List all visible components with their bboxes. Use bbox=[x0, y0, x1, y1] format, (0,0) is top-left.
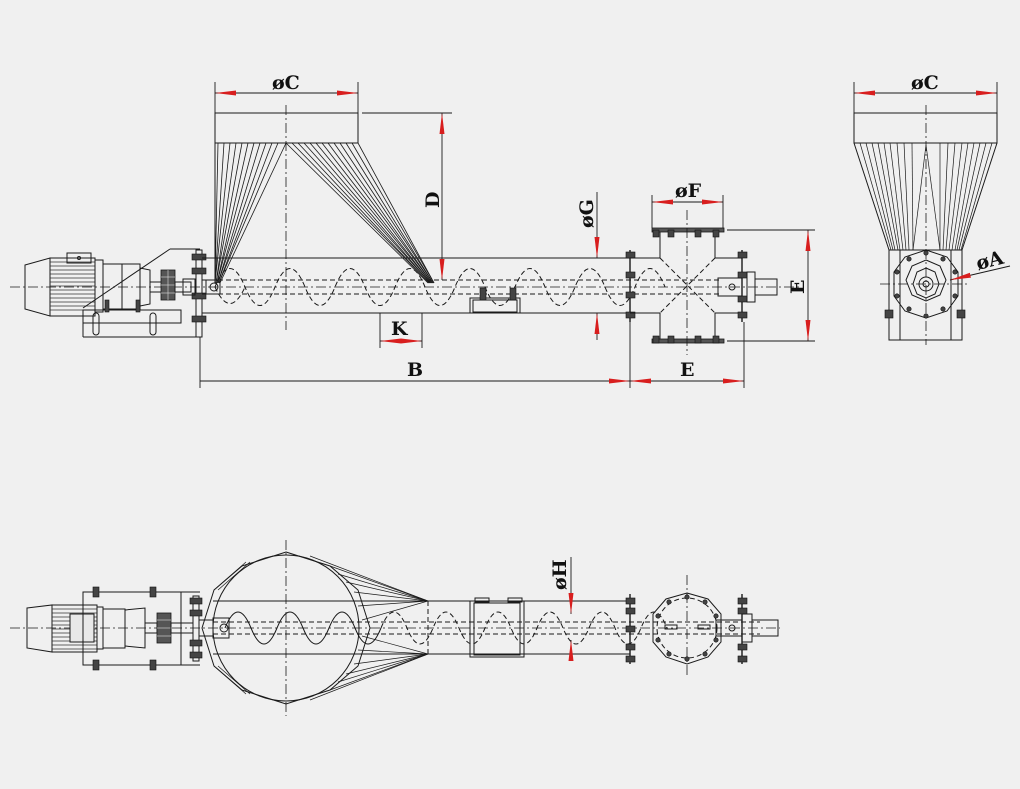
label-c-end: øC bbox=[911, 72, 939, 94]
plan-inlet-hopper bbox=[201, 540, 429, 716]
dimension-e-vertical: E bbox=[727, 229, 815, 342]
plan-outlet-flange-left bbox=[625, 594, 636, 664]
dimension-a: øA bbox=[949, 247, 1011, 281]
dimension-b: B bbox=[199, 322, 631, 388]
dimension-c-end: øC bbox=[853, 72, 998, 113]
end-view: øC øA bbox=[853, 72, 1011, 345]
side-view: øC D øG øF E bbox=[10, 72, 815, 388]
dimension-h: øH bbox=[549, 557, 574, 661]
plan-electric-motor bbox=[26, 604, 98, 653]
label-b: B bbox=[407, 359, 423, 381]
plan-coupling bbox=[156, 612, 194, 644]
dimension-c-side: øC bbox=[214, 72, 359, 113]
plan-gearbox bbox=[96, 606, 158, 650]
plan-drive-frame bbox=[82, 586, 200, 671]
end-hopper-cone bbox=[853, 142, 998, 251]
screw-trough bbox=[202, 257, 720, 314]
label-c: øC bbox=[272, 72, 300, 94]
plan-end-bearing bbox=[715, 594, 779, 664]
dimension-g: øG bbox=[576, 192, 600, 340]
dimension-f: øF bbox=[651, 180, 724, 228]
screw-flight bbox=[214, 286, 246, 304]
dimension-k: K bbox=[379, 313, 423, 348]
inspection-hatch bbox=[469, 287, 521, 314]
plan-inlet-flange bbox=[189, 595, 230, 662]
outlet-flange-left bbox=[625, 250, 636, 322]
label-h: øH bbox=[549, 559, 571, 590]
plan-outlet-flange bbox=[652, 575, 722, 678]
end-hopper-top bbox=[853, 112, 998, 144]
label-e-horizontal: E bbox=[680, 359, 694, 381]
label-k: K bbox=[391, 318, 409, 340]
end-bearing bbox=[717, 250, 778, 322]
label-f: øF bbox=[675, 180, 702, 202]
plan-screw-trough bbox=[213, 600, 760, 655]
label-e-vertical: E bbox=[787, 280, 809, 294]
plan-screw-flight-solid bbox=[224, 611, 382, 645]
gearbox bbox=[102, 263, 151, 310]
label-a: øA bbox=[974, 247, 1006, 275]
dimension-d: D bbox=[362, 112, 452, 280]
plan-view: øH bbox=[10, 540, 780, 716]
electric-motor bbox=[24, 252, 104, 317]
plan-inspection-hatch bbox=[469, 597, 525, 658]
outlet-chute bbox=[630, 210, 742, 355]
end-flange bbox=[884, 249, 966, 341]
label-g: øG bbox=[576, 199, 598, 228]
inlet-hopper bbox=[214, 105, 435, 330]
drive-frame bbox=[82, 248, 200, 338]
dimension-e-horizontal: E bbox=[630, 322, 745, 388]
label-d: D bbox=[422, 192, 444, 208]
